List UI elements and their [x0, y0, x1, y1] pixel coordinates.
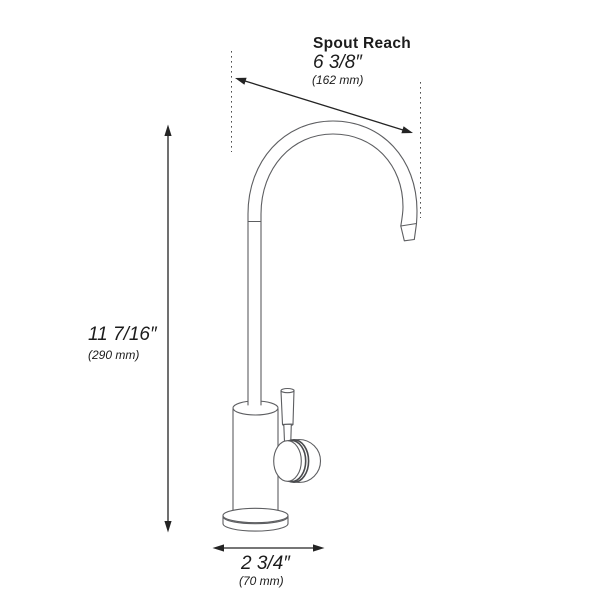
valve-front-ellipse — [273, 440, 302, 482]
spout-outer-line — [247, 120, 418, 406]
spout-reach-value-mm: (162 mm) — [312, 73, 364, 87]
faucet-handle — [273, 387, 322, 484]
spout-tip-aerator — [400, 222, 418, 242]
spout-reach-arrowhead-left — [235, 77, 247, 85]
base-width-value-mm: (70 mm) — [239, 574, 284, 588]
handle-stem — [283, 423, 292, 443]
spout-reach-dimension-line — [244, 80, 404, 131]
base-width-value-inches: 2 3/4″ — [241, 553, 290, 574]
faucet-body — [232, 400, 279, 513]
height-value-inches: 11 7/16″ — [88, 324, 157, 345]
height-value-mm: (290 mm) — [88, 348, 140, 362]
base-top-ellipse — [222, 507, 289, 524]
height-arrowhead-bottom — [164, 521, 172, 533]
base-bottom-arc — [222, 522, 289, 532]
spout-reach-title: Spout Reach — [313, 35, 412, 52]
spout-reach-value-inches: 6 3/8″ — [313, 52, 362, 73]
faucet-base — [222, 507, 289, 532]
height-arrowhead-top — [164, 124, 172, 136]
spout-fill — [248, 121, 417, 405]
base-width-arrowhead-right — [313, 544, 325, 552]
base-rim-arc — [222, 516, 289, 525]
base-width-arrowhead-left — [212, 544, 224, 552]
spout-inner-line — [260, 133, 404, 406]
handle-knob-cap — [280, 387, 295, 394]
spout-reach-arrowhead-right — [401, 126, 413, 134]
faucet-spout — [247, 120, 418, 406]
dimension-annotations — [164, 51, 421, 552]
handle-knob — [280, 389, 295, 425]
